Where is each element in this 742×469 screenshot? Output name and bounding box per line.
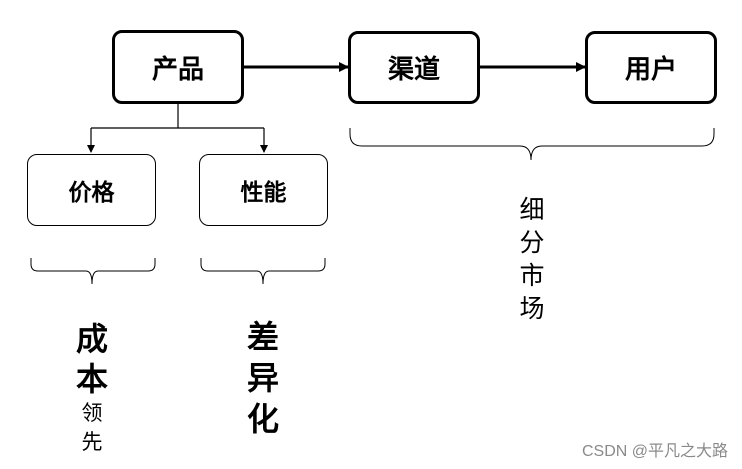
label-char: 异 xyxy=(246,359,279,397)
brace-performance xyxy=(200,258,326,285)
label-char: 成 xyxy=(75,320,108,358)
arrow-product-branch xyxy=(91,104,264,129)
node-performance: 性能 xyxy=(199,154,328,226)
label-char: 分 xyxy=(519,228,545,257)
node-user: 用户 xyxy=(585,31,717,104)
label-char: 化 xyxy=(246,400,279,438)
label-differentiation: 差 异 化 xyxy=(241,317,285,440)
label-cost-leadership: 成 本 领 先 xyxy=(70,319,114,457)
label-char: 本 xyxy=(75,360,108,398)
label-char: 场 xyxy=(519,294,545,323)
label-char: 差 xyxy=(246,318,279,356)
label-char: 市 xyxy=(519,261,545,290)
node-product: 产品 xyxy=(112,30,244,104)
brace-price xyxy=(30,258,156,285)
watermark: CSDN @平凡之大路 xyxy=(581,443,728,460)
node-channel: 渠道 xyxy=(348,31,480,104)
node-price: 价格 xyxy=(27,154,156,226)
label-char: 细 xyxy=(519,195,545,224)
label-char: 先 xyxy=(81,430,103,454)
brace-channel-user xyxy=(349,128,715,161)
label-segmented-market: 细 分 市 场 xyxy=(518,193,546,325)
label-char: 领 xyxy=(81,401,103,425)
